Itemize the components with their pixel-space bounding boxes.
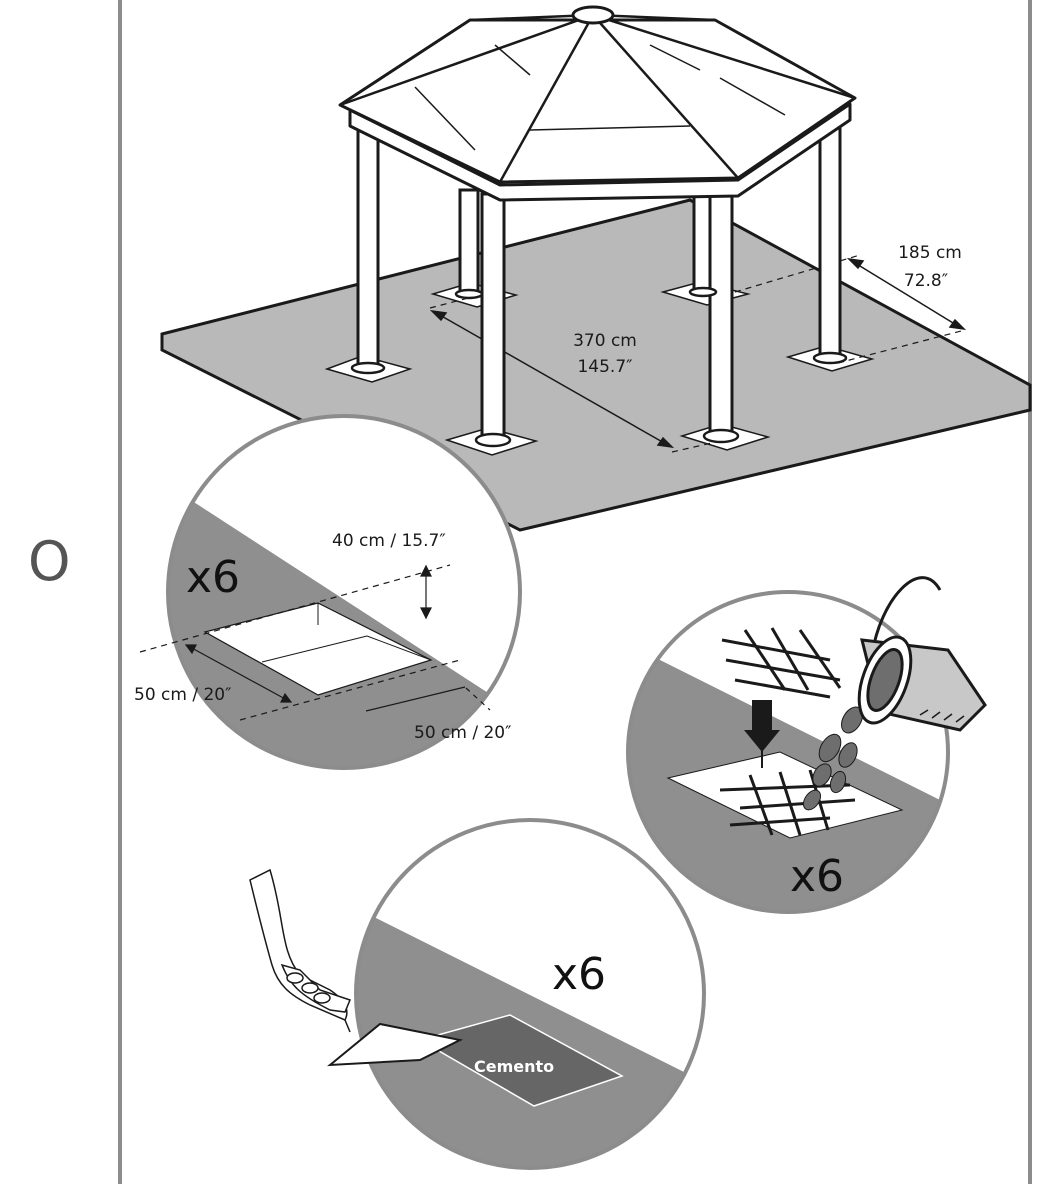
post [458, 188, 480, 296]
rebar-count-label: x6 [790, 851, 845, 902]
roof-finial [571, 5, 615, 25]
down-arrow-icon [744, 700, 780, 768]
gravel-stones [802, 706, 863, 811]
cement-material-label: Cemento [474, 1057, 555, 1076]
step-marker: O [28, 530, 71, 593]
hole-dimension-lines [139, 564, 491, 721]
depth-dimension-metric: 185 cm [898, 243, 962, 263]
depth-dimension-imperial: 72.8″ [903, 271, 949, 291]
bucket-icon [857, 576, 987, 732]
rebar-detail-circle [626, 590, 950, 914]
cement-detail-circle [354, 818, 706, 1170]
rebar-hole [666, 751, 904, 839]
hole-width-label: 50 cm / 20″ [414, 723, 512, 743]
rebar-grid-floating [721, 627, 842, 699]
hole-count-label: x6 [186, 552, 241, 603]
post-bases [350, 286, 848, 448]
gazebo-posts [356, 118, 842, 442]
post [356, 126, 380, 370]
post [480, 192, 506, 442]
gazebo-roof [338, 5, 857, 202]
cement-count-label: x6 [552, 949, 607, 1000]
hole-detail-circle [166, 414, 522, 770]
trowel-hand-icon [249, 868, 464, 1067]
dimension-arrows [429, 257, 967, 449]
hole-length-label: 50 cm / 20″ [134, 685, 232, 705]
cement-patch [418, 1014, 624, 1107]
width-dimension-metric: 370 cm [573, 331, 637, 351]
width-dimension-imperial: 145.7″ [577, 357, 633, 377]
hole-depth-label: 40 cm / 15.7″ [332, 531, 446, 551]
post [818, 118, 842, 362]
post [708, 190, 734, 438]
